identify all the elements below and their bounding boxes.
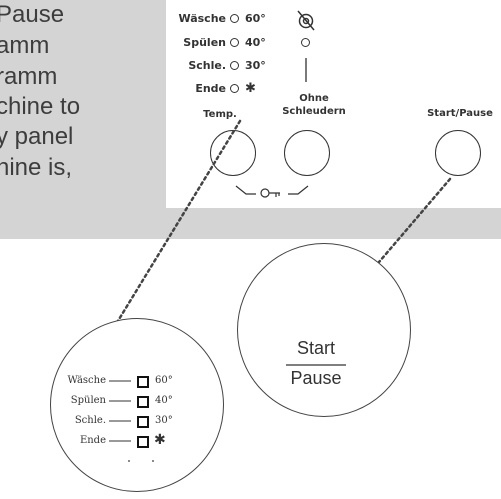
zoom-end-star-icon: ✱ (154, 432, 166, 448)
start-pause-button[interactable] (435, 130, 481, 176)
zoom-row-value-60: 60° (155, 375, 173, 386)
background-text-line: Pause (0, 3, 65, 27)
row-label-end: Ende (195, 82, 226, 95)
zoom-divider (286, 364, 346, 366)
zoom-circle-start-pause: Start Pause (237, 243, 411, 417)
zoom-circle-temperature: Wäsche 60° Spülen 40° Schle. 30° Ende ✱ (50, 318, 224, 492)
row-label-rinse: Spülen (183, 36, 226, 49)
background-text-line: amm (0, 34, 50, 58)
zoom-row-label-wash: Wäsche (67, 375, 106, 386)
zoom-row-value-40: 40° (155, 395, 173, 406)
indicator-light (230, 84, 239, 93)
temp-button-label: Temp. (203, 109, 237, 120)
zoom-indicator-square (137, 376, 149, 388)
callout-line-left (108, 119, 242, 336)
indicator-light (230, 38, 239, 47)
start-pause-label: Start/Pause (427, 108, 493, 119)
zoom-row-value-30: 30° (155, 415, 173, 426)
row-label-spin: Schle. (188, 59, 226, 72)
zoom-row-label-end: Ende (79, 435, 106, 446)
zoom-start-label: Start (296, 338, 335, 358)
zoom-indicator-square (137, 396, 149, 408)
zoom-row-dash (109, 380, 131, 382)
no-spin-icon (297, 10, 315, 31)
background-text-line: hine is, (0, 156, 73, 180)
control-panel: Wäsche 60° Spülen 40° Schle. 30° Ende ✱ … (166, 0, 501, 208)
zoom-cutoff-marks (128, 460, 154, 462)
background-text-line: ramm (0, 65, 58, 89)
temp-button[interactable] (210, 130, 256, 176)
zoom-indicator-square (137, 436, 149, 448)
row-value-60: 60° (245, 12, 266, 25)
spin-button-label-line1: Ohne (299, 93, 329, 104)
row-label-wash: Wäsche (178, 12, 226, 25)
spin-button-label-line2: Schleudern (282, 106, 346, 117)
end-star-icon: ✱ (245, 81, 256, 96)
child-lock-icon (235, 185, 309, 198)
zoom-row-label-rinse: Spülen (70, 395, 106, 406)
zoom-row-label-spin: Schle. (74, 415, 106, 426)
zoom-pause-label: Pause (290, 368, 342, 388)
row-value-40: 40° (245, 36, 266, 49)
indicator-light (301, 38, 310, 47)
indicator-light (230, 14, 239, 23)
background-text-line: y panel (0, 125, 74, 149)
zoom-indicator-square (137, 416, 149, 428)
indicator-light (230, 61, 239, 70)
zoom-row-dash (109, 400, 131, 402)
zoom-row-dash (109, 440, 131, 442)
divider-line (305, 58, 307, 82)
background-text-line: chine to (0, 95, 81, 119)
row-value-30: 30° (245, 59, 266, 72)
spin-button[interactable] (284, 130, 330, 176)
zoom-row-dash (109, 420, 131, 422)
